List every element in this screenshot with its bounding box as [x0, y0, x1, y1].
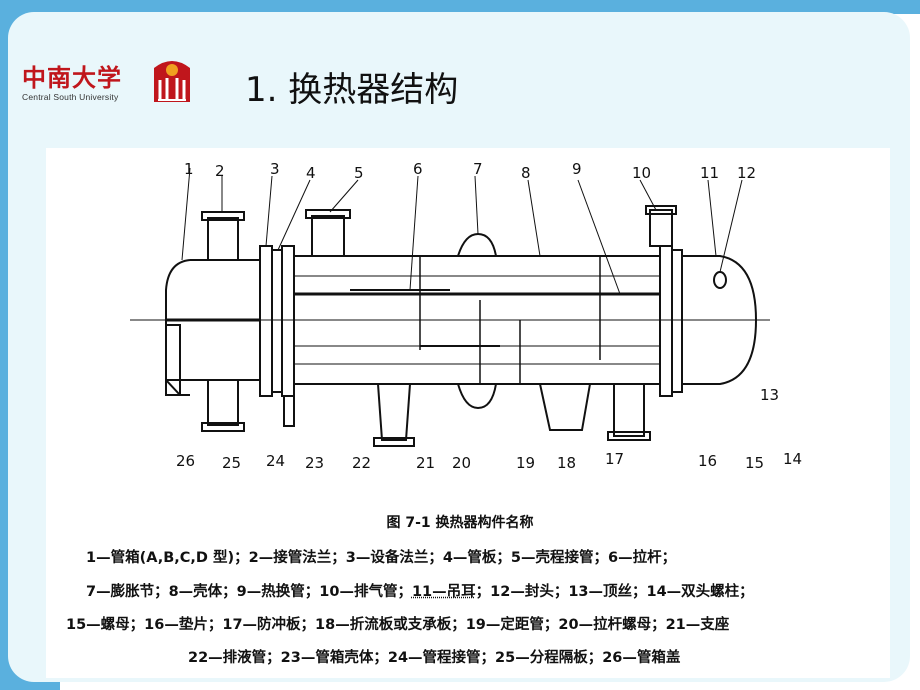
- part-label-5: 5: [354, 164, 364, 182]
- figure-caption: 图 7-1 换热器构件名称: [386, 515, 534, 531]
- legend-line-2-part-a: 7—膨胀节；8—壳体；9—热换管；10—排气管；: [86, 584, 412, 600]
- part-label-24: 24: [266, 452, 286, 470]
- part-label-2: 2: [215, 162, 225, 180]
- content-panel: [46, 148, 890, 678]
- part-label-4: 4: [306, 164, 316, 182]
- part-label-15: 15: [745, 454, 765, 472]
- university-emblem-icon: [154, 61, 190, 102]
- part-label-3: 3: [270, 160, 280, 178]
- part-label-17: 17: [605, 450, 625, 468]
- legend-line-4: 22—排液管；23—管箱壳体；24—管程接管；25—分程隔板；26—管箱盖: [188, 650, 681, 666]
- university-logo-subtitle: Central South University: [22, 92, 119, 102]
- part-label-7: 7: [473, 160, 483, 178]
- top-accent-strip: [0, 0, 920, 14]
- university-logo-text: 中南大学: [22, 63, 122, 92]
- part-label-8: 8: [521, 164, 531, 182]
- part-label-21: 21: [416, 454, 436, 472]
- part-label-19: 19: [516, 454, 536, 472]
- part-label-1: 1: [184, 160, 194, 178]
- part-label-22: 22: [352, 454, 372, 472]
- part-label-9: 9: [572, 160, 582, 178]
- legend-line-2-part-c: ；12—封头；13—顶丝；14—双头螺柱；: [475, 584, 754, 600]
- legend-line-3: 15—螺母；16—垫片；17—防冲板；18—折流板或支承板；19—定距管；20—…: [66, 617, 730, 633]
- part-label-6: 6: [413, 160, 423, 178]
- part-label-13: 13: [760, 386, 780, 404]
- part-label-23: 23: [305, 454, 325, 472]
- part-label-20: 20: [452, 454, 472, 472]
- part-label-18: 18: [557, 454, 577, 472]
- part-label-16: 16: [698, 452, 718, 470]
- heat-exchanger-drawing: [130, 167, 770, 447]
- legend-line-2-part-b: 11—吊耳: [411, 584, 476, 600]
- legend-line-2: 7—膨胀节；8—壳体；9—热换管；10—排气管；11—吊耳；12—封头；13—顶…: [86, 580, 754, 601]
- part-label-14: 14: [783, 450, 803, 468]
- part-label-10: 10: [632, 164, 652, 182]
- slide-title: 1. 换热器结构: [245, 70, 459, 110]
- part-label-12: 12: [737, 164, 757, 182]
- part-label-25: 25: [222, 454, 242, 472]
- part-label-11: 11: [700, 164, 720, 182]
- part-label-26: 26: [176, 452, 196, 470]
- legend-line-1: 1—管箱(A,B,C,D 型)；2—接管法兰；3—设备法兰；4—管板；5—壳程接…: [86, 550, 677, 566]
